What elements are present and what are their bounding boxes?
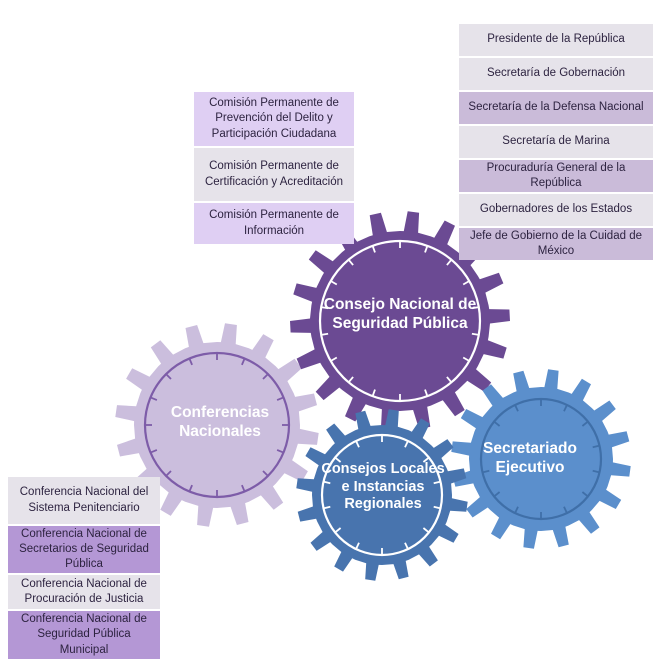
comision-prevencion: Comisión Permanente de Prevención del De… [194,92,354,146]
conferencias-nacionales-label: Conferencias Nacionales [170,404,270,440]
member-defensa: Secretaría de la Defensa Nacional [459,92,653,124]
locales-gear-tick [422,456,430,463]
conferencias-gear-tick [165,373,172,380]
consejo-gear-tick [424,389,429,397]
locales-gear-tick [355,542,360,550]
conferencias-gear-tick [262,373,269,380]
locales-gear-tick [334,456,342,463]
conferencias-gear-tick [150,396,158,401]
locales-gear-tick [433,480,441,485]
consejo-gear-tick [330,356,338,362]
locales-gear-tick [404,440,409,448]
conferencias-list: Conferencia Nacional del Sistema Peniten… [8,477,160,659]
secretariado-gear-tick [592,444,600,449]
conferencias-gear-tick [276,396,284,401]
member-gobernacion: Secretaría de Gobernación [459,58,653,90]
locales-gear-tick [323,505,331,510]
comisiones-list: Comisión Permanente de Prevención del De… [194,92,354,244]
conferencias-gear-tick [262,470,269,477]
locales-gear-tick [334,527,342,534]
secretariado-gear-tick [514,506,519,514]
conferencias-gear-tick [150,449,158,454]
consejo-gear-tick [371,245,376,253]
consejo-gear-tick [471,306,479,310]
consejo-gear-tick [424,245,429,253]
member-gobernadores: Gobernadores de los Estados [459,194,653,226]
member-jefe-gobierno: Jefe de Gobierno de la Cuidad de México [459,228,653,260]
consejo-gear-tick [347,376,354,383]
secretariado-gear-tick [493,491,501,498]
consejos-locales-label: Consejos Locales e Instancias Regionales [321,461,445,513]
consejo-gear-tick [471,332,479,336]
conferencias-gear [115,323,319,527]
consejo-gear-tick [446,259,453,266]
conferencias-gear-tick [241,484,246,492]
consejo-gear-tick [446,376,453,383]
conferencia-secretarios: Conferencia Nacional de Secretarios de S… [8,526,160,573]
member-marina: Secretaría de Marina [459,126,653,158]
locales-gear [296,409,468,581]
right-member-list: Presidente de la República Secretaría de… [459,24,653,260]
secretariado-gear-tick [482,444,490,449]
consejo-gear-shape [290,211,510,431]
conferencia-penitenciario: Conferencia Nacional del Sistema Peniten… [8,477,160,524]
consejo-gear-tick [371,389,376,397]
comision-certificacion: Comisión Permanente de Certificación y A… [194,148,354,201]
locales-gear-tick [433,505,441,510]
secretariado-gear-tick [563,404,568,412]
conferencia-procuracion: Conferencia Nacional de Procuración de J… [8,575,160,609]
consejo-gear-tick [462,280,470,286]
conferencia-municipal: Conferencia Nacional de Seguridad Públic… [8,611,160,659]
secretariado-gear-tick [563,506,568,514]
member-procuraduria: Procuraduría General de la República [459,160,653,192]
secretariado-gear [451,369,631,549]
conferencias-gear-tick [188,484,193,492]
consejo-gear-tick [321,306,329,310]
locales-gear-tick [355,440,360,448]
locales-gear-tick [422,527,430,534]
consejo-nacional-label: Consejo Nacional de Seguridad Pública [323,296,477,332]
secretariado-gear-tick [482,469,490,474]
comision-informacion: Comisión Permanente de Información [194,203,354,244]
locales-gear-tick [323,480,331,485]
consejo-gear-tick [347,259,354,266]
consejo-gear-tick [321,332,329,336]
consejo-gear-tick [330,280,338,286]
consejo-gear-tick [462,356,470,362]
secretariado-gear-tick [514,404,519,412]
consejo-gear [290,211,510,431]
conferencias-gear-tick [241,358,246,366]
conferencias-gear-tick [276,449,284,454]
secretariado-gear-tick [592,469,600,474]
secretariado-gear-tick [581,491,589,498]
conferencias-gear-tick [188,358,193,366]
conferencias-gear-tick [165,470,172,477]
member-presidente: Presidente de la República [459,24,653,56]
secretariado-gear-shape [451,369,631,549]
locales-gear-tick [404,542,409,550]
secretariado-ejecutivo-label: Secretariado Ejecutivo [483,440,577,476]
secretariado-gear-tick [493,420,501,427]
secretariado-gear-tick [581,420,589,427]
